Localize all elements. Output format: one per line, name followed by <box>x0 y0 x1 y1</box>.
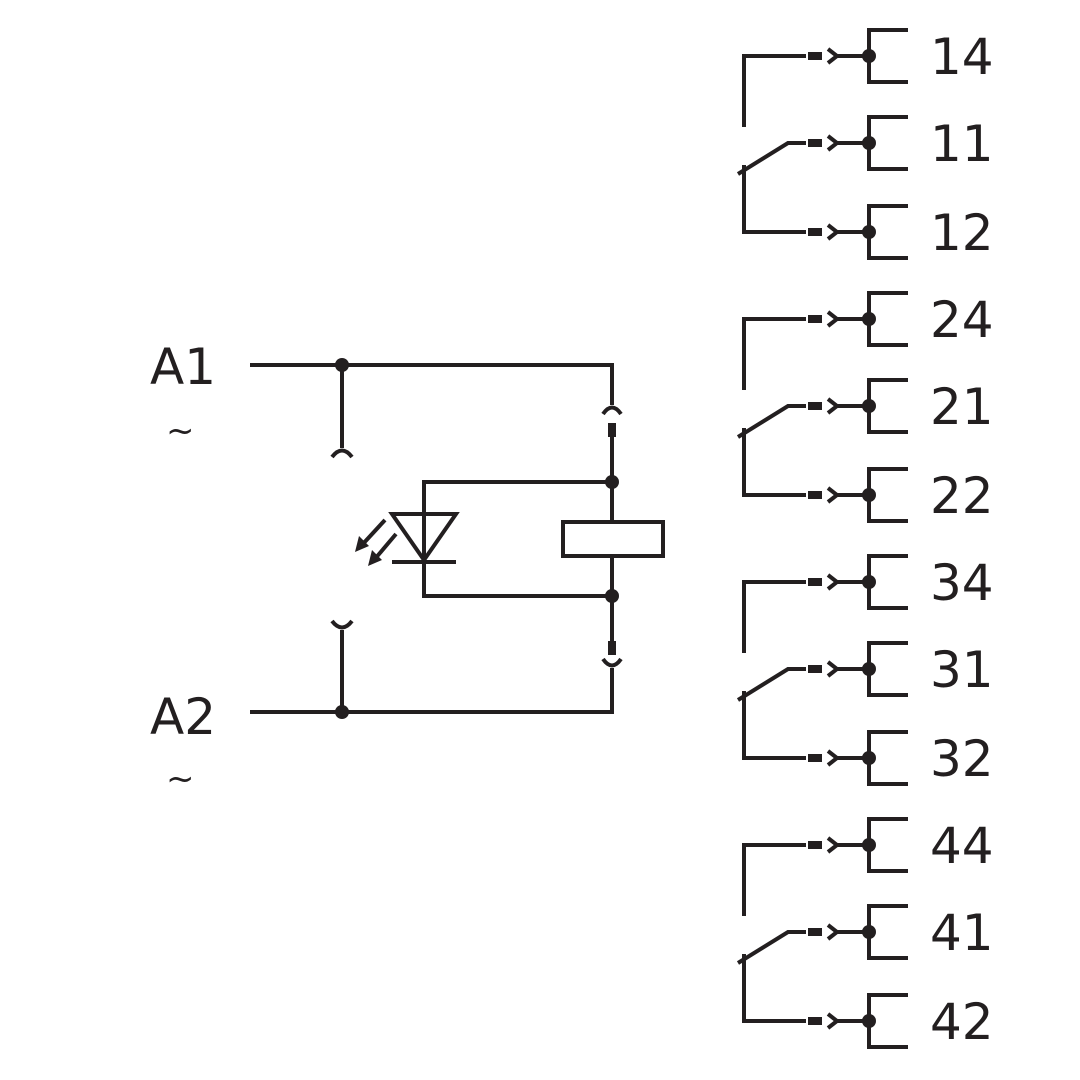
terminal-31-socket-icon <box>826 660 841 678</box>
changeover-contact-icon <box>736 930 806 965</box>
terminal-24-socket-icon <box>826 310 841 328</box>
terminal-21-label: 21 <box>930 378 994 436</box>
coil-bottom-socket-icon <box>601 657 623 668</box>
contact-group-3: 34 31 32 <box>736 554 994 788</box>
terminal-22-socket-icon <box>826 486 841 504</box>
terminal-21-bracket-icon <box>867 378 908 434</box>
terminal-34-pin-icon <box>808 578 822 586</box>
terminal-11-label: 11 <box>930 115 994 173</box>
contact-group-1: 14 11 12 <box>736 28 994 262</box>
no-contact-wire <box>742 317 806 390</box>
a2-wire <box>250 668 614 714</box>
terminal-24-pin-icon <box>808 315 822 323</box>
terminal-34-socket-icon <box>826 573 841 591</box>
contact-group-4: 44 41 42 <box>736 817 994 1051</box>
no-contact-wire <box>742 843 806 916</box>
terminal-14-bracket-icon <box>867 28 908 84</box>
terminal-31-pin-icon <box>808 665 822 673</box>
terminal-32-socket-icon <box>826 749 841 767</box>
a2-plug-connector-icon <box>330 619 354 630</box>
coil-circuit: A1 ~ A2 ~ <box>150 338 665 799</box>
changeover-contact-icon <box>736 404 806 439</box>
terminal-22-label: 22 <box>930 467 994 525</box>
changeover-contact-icon <box>736 667 806 702</box>
terminal-24-bracket-icon <box>867 291 908 347</box>
terminal-31-label: 31 <box>930 641 994 699</box>
terminal-22-pin-icon <box>808 491 822 499</box>
terminal-22-bracket-icon <box>867 467 908 523</box>
no-contact-wire <box>742 580 806 653</box>
terminal-a1-ac-symbol: ~ <box>166 411 195 451</box>
terminal-31-bracket-icon <box>867 641 908 697</box>
terminal-32-label: 32 <box>930 730 994 788</box>
terminal-12-pin-icon <box>808 228 822 236</box>
terminal-11-bracket-icon <box>867 115 908 171</box>
led-diode-icon <box>388 512 460 564</box>
terminal-42-bracket-icon <box>867 993 908 1049</box>
no-contact-wire <box>742 54 806 127</box>
light-emission-icon <box>355 518 398 566</box>
changeover-contact-icon <box>736 141 806 176</box>
terminal-41-pin-icon <box>808 928 822 936</box>
terminal-42-pin-icon <box>808 1017 822 1025</box>
terminal-21-socket-icon <box>826 397 841 415</box>
contact-groups: 14 11 12 24 21 22 34 31 32 44 41 42 <box>736 28 994 1051</box>
coil-top-socket-icon <box>601 405 623 416</box>
terminal-a1-label: A1 <box>150 338 216 396</box>
terminal-44-socket-icon <box>826 836 841 854</box>
terminal-44-pin-icon <box>808 841 822 849</box>
nc-contact-wire <box>742 428 806 497</box>
terminal-42-socket-icon <box>826 1012 841 1030</box>
terminal-34-bracket-icon <box>867 554 908 610</box>
nc-contact-wire <box>742 165 806 234</box>
terminal-11-pin-icon <box>808 139 822 147</box>
terminal-44-label: 44 <box>930 817 994 875</box>
terminal-32-pin-icon <box>808 754 822 762</box>
terminal-12-label: 12 <box>930 204 994 262</box>
terminal-41-socket-icon <box>826 923 841 941</box>
a1-wire <box>250 363 614 405</box>
terminal-41-bracket-icon <box>867 904 908 960</box>
terminal-a2-label: A2 <box>150 688 216 746</box>
terminal-11-socket-icon <box>826 134 841 152</box>
contact-group-2: 24 21 22 <box>736 291 994 525</box>
terminal-44-bracket-icon <box>867 817 908 873</box>
terminal-12-bracket-icon <box>867 204 908 260</box>
coil-bottom-pin-icon <box>608 641 616 655</box>
terminal-24-label: 24 <box>930 291 994 349</box>
terminal-14-socket-icon <box>826 47 841 65</box>
terminal-41-label: 41 <box>930 904 994 962</box>
terminal-21-pin-icon <box>808 402 822 410</box>
terminal-34-label: 34 <box>930 554 994 612</box>
relay-coil-icon <box>561 520 665 558</box>
a1-plug-connector-icon <box>330 448 354 459</box>
terminal-12-socket-icon <box>826 223 841 241</box>
terminal-14-pin-icon <box>808 52 822 60</box>
terminal-42-label: 42 <box>930 993 994 1051</box>
terminal-32-bracket-icon <box>867 730 908 786</box>
nc-contact-wire <box>742 954 806 1023</box>
coil-top-pin-icon <box>608 423 616 437</box>
terminal-14-label: 14 <box>930 28 994 86</box>
nc-contact-wire <box>742 691 806 760</box>
led-wire <box>422 480 612 598</box>
terminal-a2-ac-symbol: ~ <box>166 759 195 799</box>
